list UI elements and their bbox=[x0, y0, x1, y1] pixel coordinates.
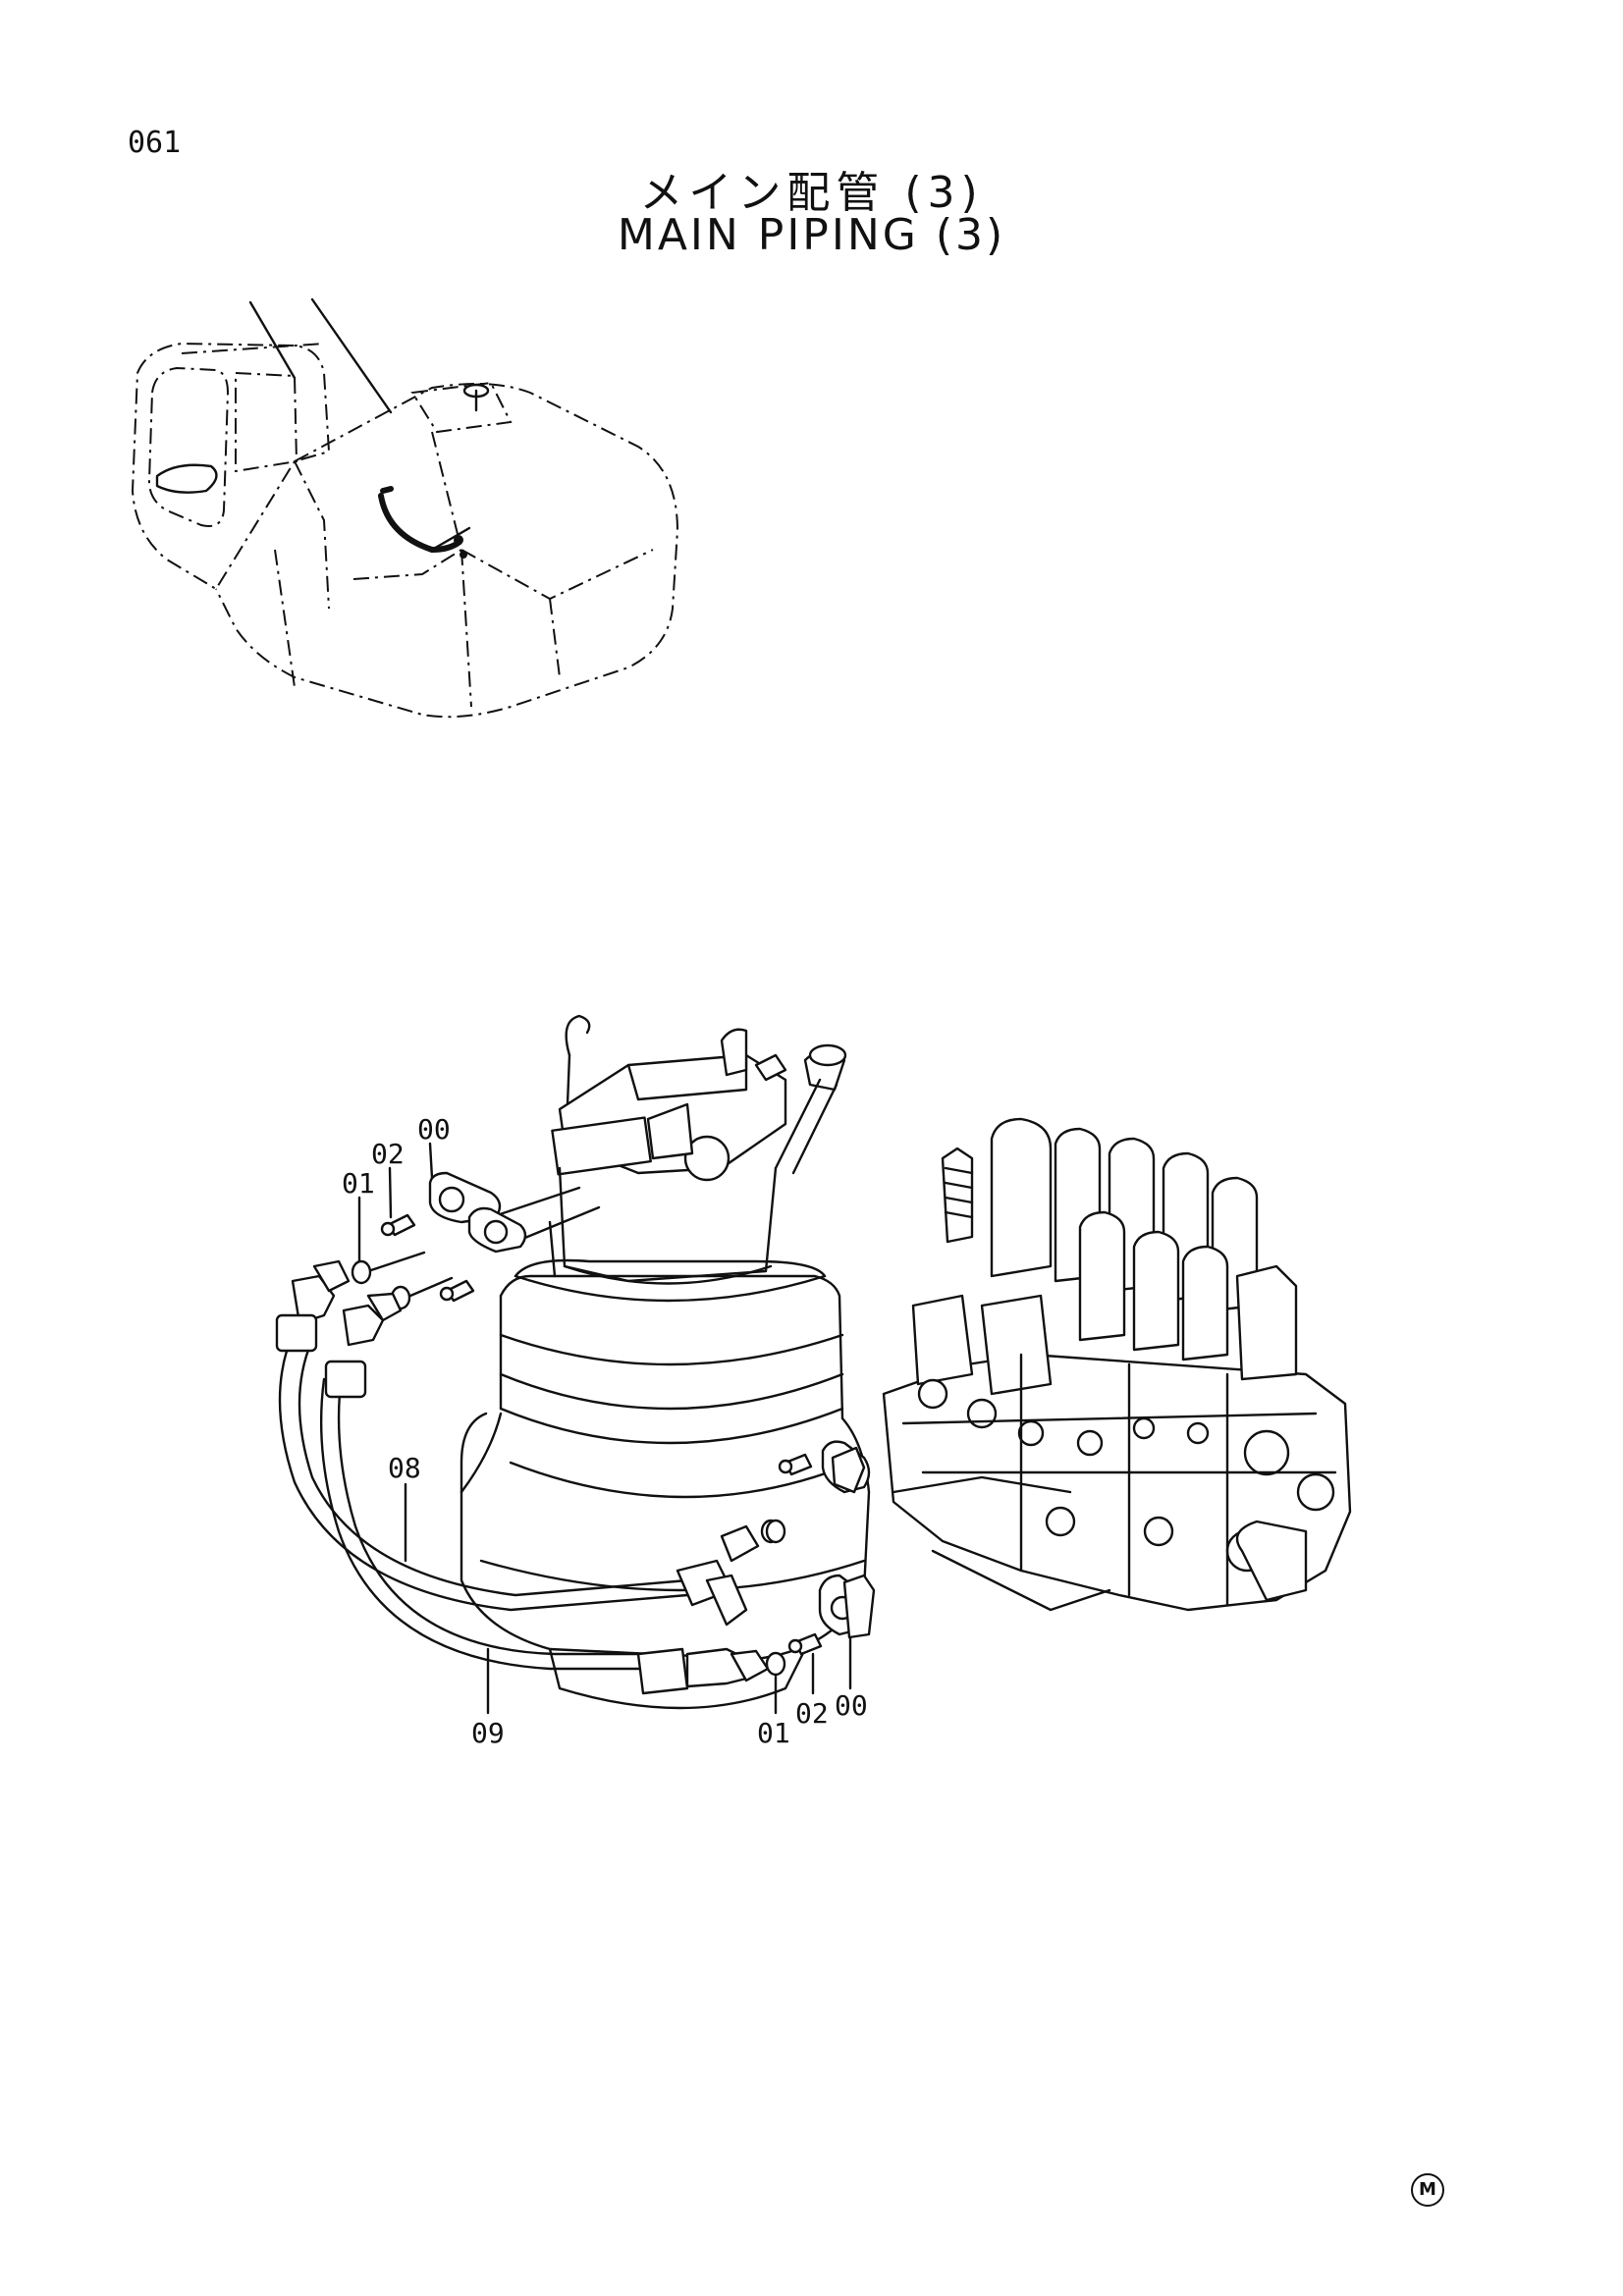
hoses bbox=[275, 1259, 786, 1715]
page-number: 061 bbox=[128, 126, 182, 160]
upper-fittings bbox=[351, 1142, 601, 1310]
swing-motor-illustration bbox=[460, 1014, 871, 1710]
callout-oring-upper: 01 bbox=[342, 1167, 375, 1200]
callout-bolt-lower: 02 bbox=[795, 1697, 829, 1730]
callout-hose-upper: 08 bbox=[388, 1452, 421, 1484]
control-valve-illustration bbox=[882, 1117, 1352, 1612]
callout-flange-lower: 00 bbox=[835, 1689, 868, 1722]
callout-oring-lower: 01 bbox=[757, 1717, 790, 1749]
excavator-overview-illustration bbox=[131, 297, 679, 719]
title-japanese: メイン配管 (3) bbox=[639, 168, 984, 218]
callout-bolt-upper: 02 bbox=[371, 1138, 405, 1170]
lower-fittings bbox=[765, 1440, 876, 1715]
callout-flange-upper: 00 bbox=[417, 1113, 451, 1146]
m-mark-symbol: M bbox=[1411, 2173, 1444, 2207]
title-english: MAIN PIPING (3) bbox=[617, 210, 1006, 260]
callout-hose-lower: 09 bbox=[471, 1717, 505, 1749]
